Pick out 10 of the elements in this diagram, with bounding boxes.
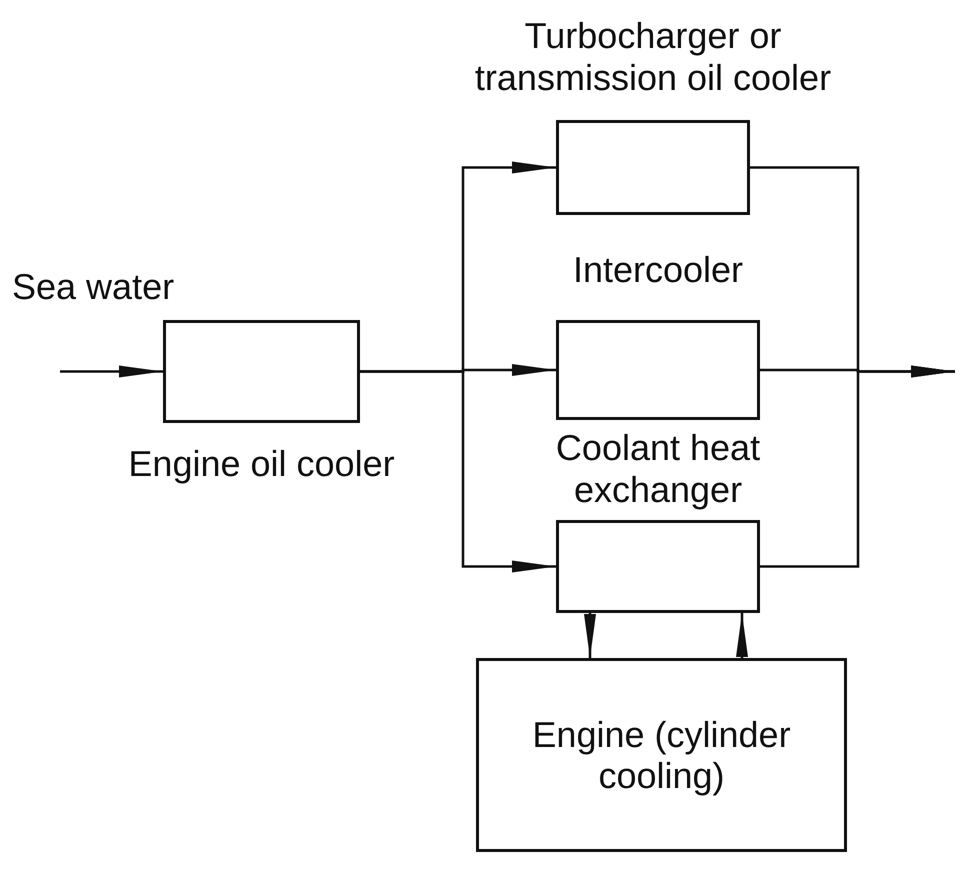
flow-arrow [584, 613, 596, 658]
box-label: Engine (cylinder cooling) [531, 714, 792, 796]
component-label: Intercooler [572, 248, 744, 290]
flow-arrow [360, 370, 556, 572]
flow-arrow [60, 366, 163, 378]
component-label: Turbocharger or transmission oil cooler [474, 15, 832, 98]
component-label: Coolant heat exchanger [554, 427, 762, 510]
component-label: Engine oil cooler [128, 443, 395, 484]
flow-arrow [760, 366, 955, 568]
flow-arrow [736, 613, 748, 658]
